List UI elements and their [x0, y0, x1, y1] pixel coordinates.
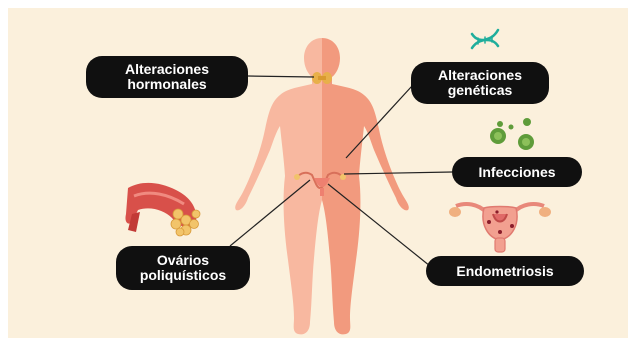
label-alteraciones-hormonales: Alteraciones hormonales [86, 56, 248, 98]
label-infecciones-text: Infecciones [478, 165, 555, 180]
dna-icon [472, 30, 498, 48]
label-ovarios-line1: Ovários [140, 253, 226, 268]
label-ovarios-line2: poliquísticos [140, 268, 226, 283]
line-infecciones [344, 172, 452, 174]
label-hormonales-line1: Alteraciones [125, 62, 209, 77]
label-alteraciones-geneticas: Alteraciones genéticas [411, 62, 549, 104]
label-hormonales-line2: hormonales [125, 77, 209, 92]
label-infecciones: Infecciones [452, 157, 582, 187]
uterus-icon [449, 204, 551, 252]
label-endometriosis-text: Endometriosis [456, 264, 553, 279]
label-endometriosis: Endometriosis [426, 256, 584, 286]
label-geneticas-line2: genéticas [438, 83, 522, 98]
ovary-icon [125, 183, 200, 236]
bacteria-icon [490, 118, 534, 150]
line-hormonales [248, 76, 314, 77]
label-geneticas-line1: Alteraciones [438, 68, 522, 83]
label-ovarios-poliquisticos: Ovários poliquísticos [116, 246, 250, 290]
